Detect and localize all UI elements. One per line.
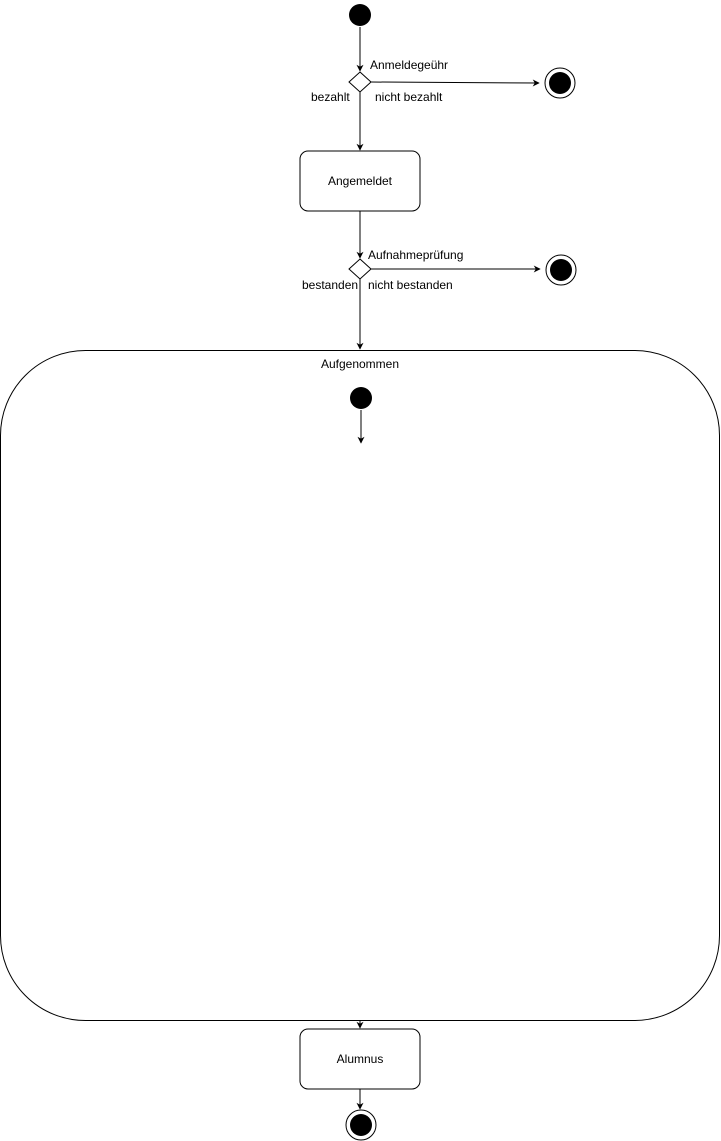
exam-decision-label: Aufnahmeprüfung — [368, 248, 463, 262]
exam-failed-label: nicht bestanden — [368, 278, 453, 292]
fee-not-paid-label: nicht bezahlt — [375, 90, 443, 104]
fee-decision-label: Anmeldegeühr — [370, 58, 448, 72]
exam-passed-label: bestanden — [302, 278, 358, 292]
final-node-fee — [549, 72, 571, 94]
state-admitted-label: Aufgenommen — [321, 357, 399, 371]
initial-node — [349, 4, 371, 26]
final-node-exam — [550, 259, 572, 281]
fee-decision-node — [348, 71, 372, 93]
final-node-alumnus — [350, 1114, 372, 1136]
state-registered-label: Angemeldet — [328, 174, 393, 188]
flow-fee-not-paid-to-final — [370, 79, 540, 87]
state-alumnus-label: Alumnus — [337, 1052, 384, 1066]
exam-decision-node — [348, 258, 372, 280]
state-admitted — [0, 350, 720, 1021]
inner-initial-node — [350, 387, 372, 409]
fee-paid-label: bezahlt — [311, 90, 350, 104]
